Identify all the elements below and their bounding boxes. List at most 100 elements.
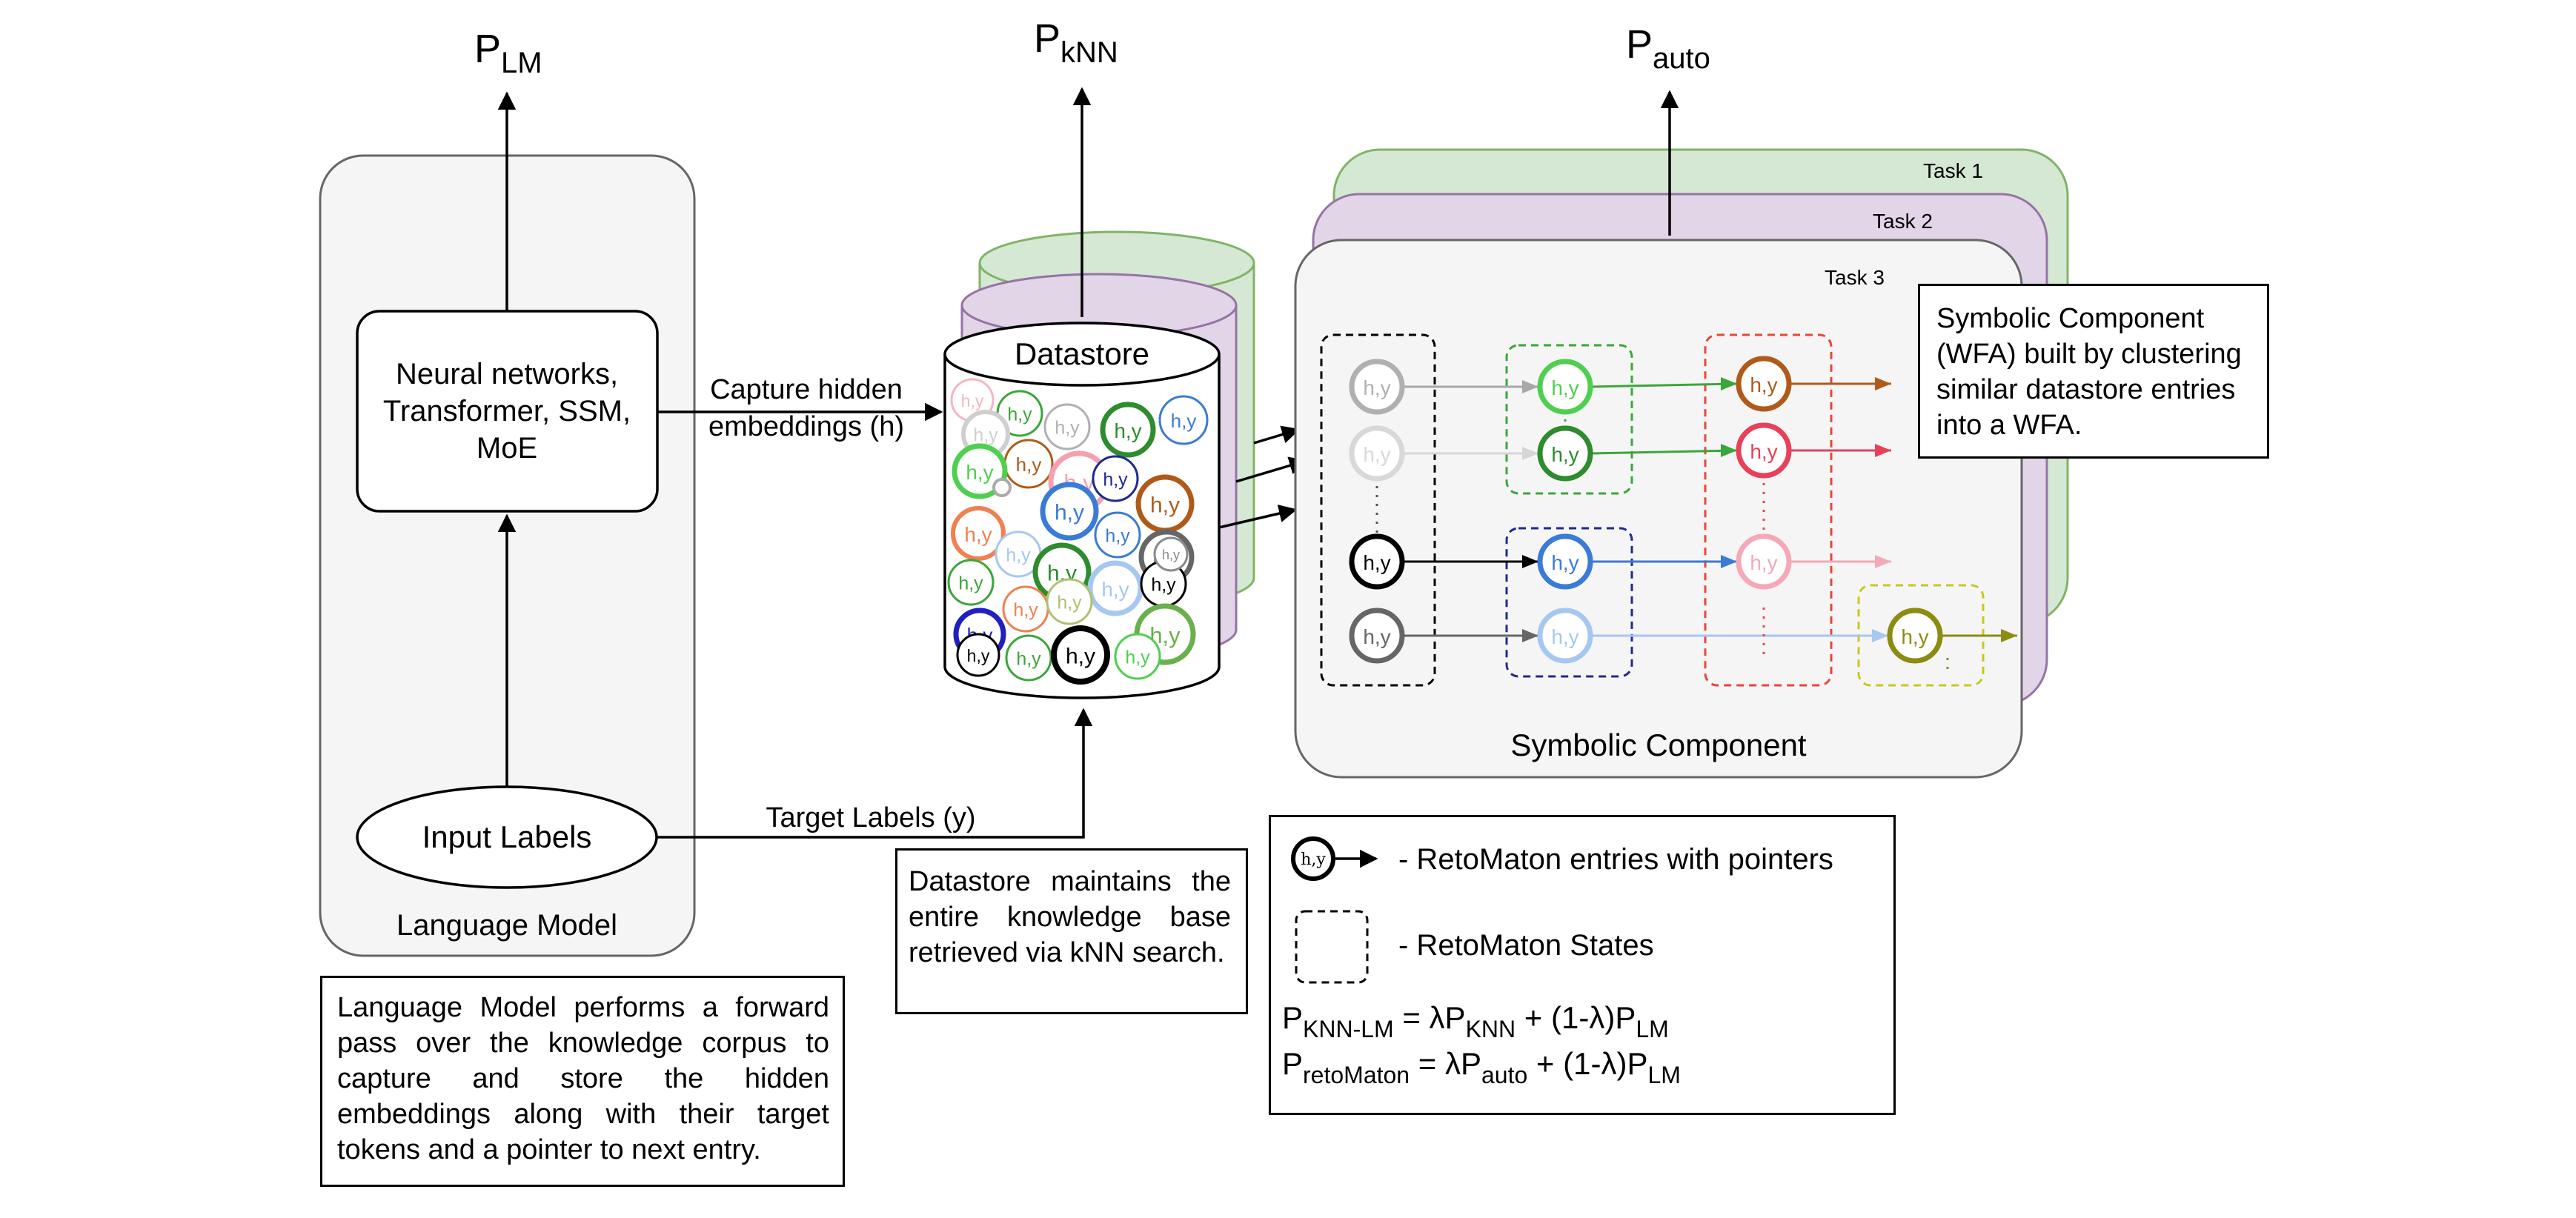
task-1-label: Task 1 (1923, 159, 1983, 182)
datastore-entry-13-circle (951, 506, 1006, 561)
automaton-entry-6-label: h,y (1551, 443, 1579, 466)
datastore-entry-6-label: h,y (973, 425, 998, 446)
state-box-navy (1505, 527, 1633, 678)
datastore-entry-1-label: h,y (961, 391, 984, 410)
datastore-entry-12: h,y (1040, 482, 1099, 541)
datastore-entry-14: h,y (1094, 511, 1141, 559)
datastore-entry-10: h,y (1092, 455, 1139, 502)
legend-state-box (1295, 910, 1369, 984)
automaton-entry-10: h,y (1736, 422, 1792, 479)
datastore-entry-23: h,y (1046, 578, 1093, 625)
datastore-entry-13-label: h,y (964, 523, 992, 546)
datastore-entry-20-circle (947, 559, 995, 606)
datastore-entry-26: h,y (1051, 625, 1110, 685)
automaton-entry-6: h,y (1537, 425, 1593, 482)
automaton-entry-11-label: h,y (1750, 551, 1777, 574)
datastore-entry-3: h,y (1043, 403, 1091, 450)
language-model-group: Language Model PLM Neural networks, Tran… (319, 27, 696, 957)
datastore-entry-10-circle (1092, 455, 1139, 502)
datastore-entry-7-label: h,y (1016, 453, 1042, 476)
datastore-entry-12-label: h,y (1055, 501, 1084, 525)
transition-6-head (1721, 444, 1737, 457)
automaton-entry-10-circle (1736, 422, 1792, 479)
datastore-entry-26-label: h,y (1066, 645, 1095, 669)
datastore-note-text: Datastore maintains the entire knowledge… (909, 866, 1231, 968)
legend-states-text: - RetoMaton States (1398, 929, 1654, 962)
datastore-entry-11: h,y (1135, 474, 1195, 533)
transition-5 (1591, 382, 1738, 388)
datastore-entry-small-ring (992, 478, 1012, 497)
transition-6 (1591, 449, 1738, 455)
datastore-entry-8: h,y (952, 443, 1008, 499)
datastore-entry-2-label: h,y (1007, 405, 1032, 425)
datastore-entry-26-circle (1051, 625, 1110, 685)
datastore-entry-11-label: h,y (1150, 493, 1180, 518)
p-auto-label: Pauto (1626, 22, 1710, 75)
automaton-entry-8-circle (1537, 608, 1593, 664)
automaton-entry-11-circle (1736, 533, 1792, 590)
datastore-entry-23-circle (1046, 578, 1093, 625)
legend-entry-node-label: h,y (1301, 851, 1326, 869)
datastore-entry-27-label: h,y (1125, 648, 1150, 668)
capture-label-line-1: Capture hidden (710, 374, 903, 405)
datastore-entry-16-label: h,y (1006, 545, 1031, 566)
task-3-panel (1294, 239, 2023, 779)
datastore-entry-18: h,y (1087, 560, 1143, 616)
task-2-label: Task 2 (1873, 210, 1933, 233)
automaton-entry-2-circle (1349, 425, 1405, 482)
transition-12-head (2001, 629, 2017, 642)
symbolic-component-note: Symbolic Component (WFA) built by cluste… (1918, 284, 2269, 459)
automaton-entry-7-label: h,y (1551, 551, 1579, 574)
automaton-entry-7-circle (1537, 533, 1593, 590)
automaton-entry-8: h,y (1537, 608, 1593, 664)
datastore-entry-16: h,y (995, 530, 1042, 578)
datastore-to-task2-arrow (1235, 456, 1308, 483)
language-model-note-text: Language Model performs a forward pass o… (337, 992, 829, 1165)
target-labels-arrow (657, 708, 1093, 839)
datastore-entry-28: h,y (956, 633, 1000, 677)
datastore-entry-4-circle (1100, 402, 1156, 458)
datastore-entry-14-label: h,y (1105, 526, 1130, 547)
automaton-entry-4-circle (1349, 608, 1405, 664)
transition-10-head (1875, 444, 1891, 457)
datastore-title: Datastore (1015, 336, 1149, 371)
automaton-entry-9-circle (1736, 356, 1792, 412)
datastore-entry-5-circle (1158, 395, 1209, 445)
automaton-entry-12-circle (1887, 608, 1943, 664)
automaton-entry-4-label: h,y (1363, 625, 1390, 648)
transition-7-head (1721, 555, 1737, 568)
task-3-label: Task 3 (1825, 266, 1885, 289)
transition-3-head (1522, 555, 1538, 568)
datastore-entry-19: h,y (1140, 560, 1187, 608)
legend-formula-retomaton: PretoMaton = λPauto + (1-λ)PLM (1282, 1046, 1681, 1088)
datastore-entry-21-label: h,y (1013, 600, 1038, 621)
transition-5-head (1721, 377, 1737, 390)
automaton-transitions (1375, 377, 2017, 674)
transition-8-head (1872, 629, 1888, 642)
datastore-entry-13: h,y (951, 506, 1006, 561)
datastore-cylinder-top (943, 322, 1221, 387)
datastore-to-symbolic-edges (1218, 425, 1308, 529)
datastore-entry-8-circle (952, 443, 1008, 499)
datastore-entry-29-label: h,y (1162, 548, 1180, 562)
datastore-entry-29-circle (1153, 536, 1189, 572)
transition-1-head (1522, 380, 1538, 393)
automaton-entry-9: h,y (1736, 356, 1792, 412)
automaton-entry-10-label: h,y (1750, 440, 1777, 463)
datastore-entry-8-label: h,y (966, 461, 993, 484)
datastore-entry-27-circle (1114, 633, 1161, 680)
datastore-entry-25-label: h,y (1016, 649, 1041, 670)
state-box-black (1320, 333, 1436, 687)
legend-entries-text: - RetoMaton entries with pointers (1398, 843, 1833, 876)
automaton-entry-2: h,y (1349, 425, 1405, 482)
datastore-entry-28-label: h,y (967, 646, 990, 665)
state-box-green (1505, 344, 1633, 495)
transition-4-head (1522, 629, 1538, 642)
neural-networks-line-1: Neural networks, (396, 358, 618, 390)
datastore-entry-27: h,y (1114, 633, 1161, 680)
automaton-entry-3-label: h,y (1363, 551, 1390, 574)
datastore-entry-29: h,y (1153, 536, 1189, 572)
datastore-entry-12-circle (1040, 482, 1099, 541)
automaton-entries: h,yh,yh,yh,yh,yh,yh,yh,yh,yh,yh,yh,y (1349, 356, 1943, 664)
